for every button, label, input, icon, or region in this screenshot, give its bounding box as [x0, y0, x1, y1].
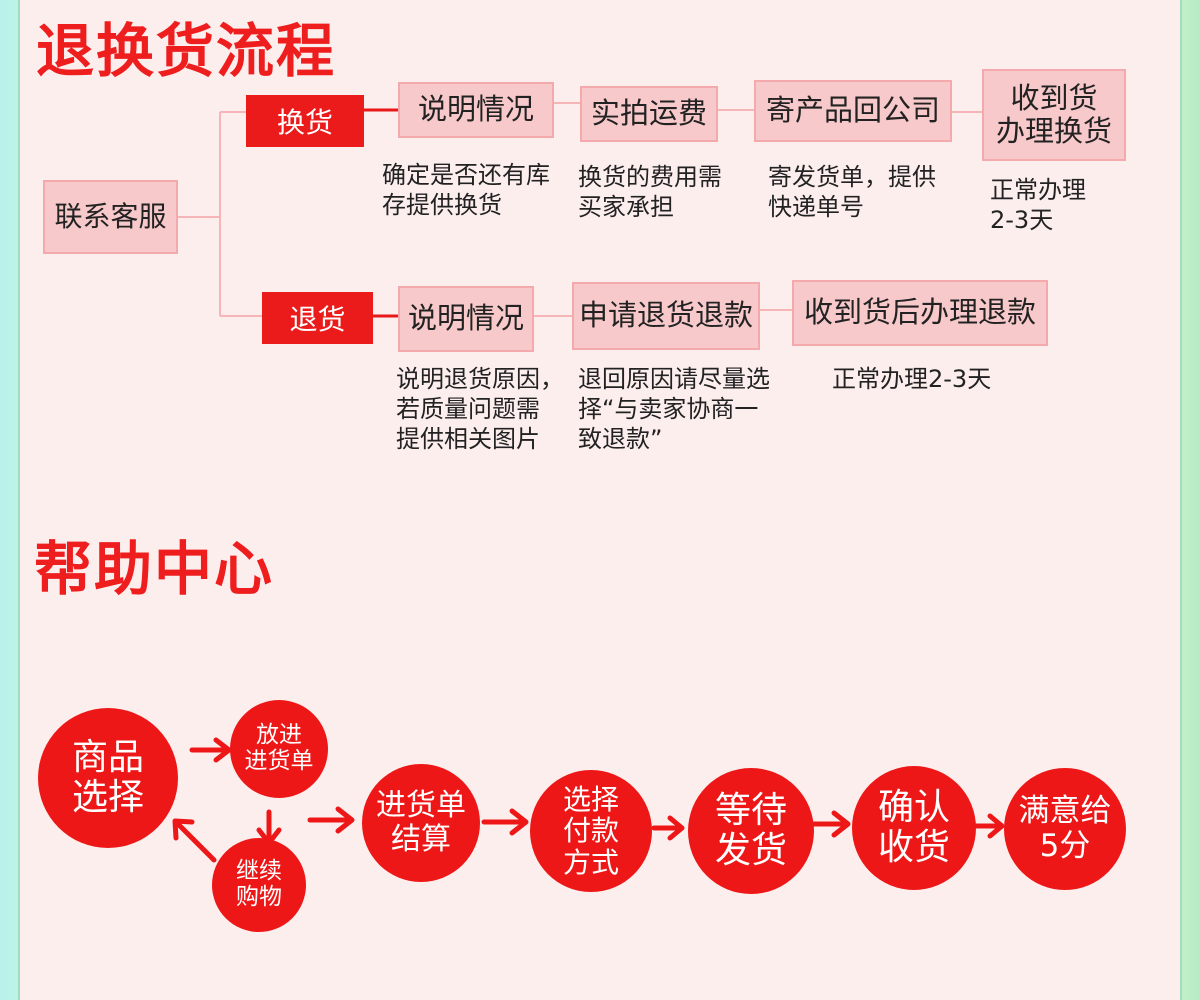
refund-step-received: 收到货后办理退款 — [792, 280, 1048, 346]
refund-note-received: 正常办理2-3天 — [832, 365, 992, 393]
refund-step-explain: 说明情况 — [398, 286, 534, 352]
exchange-note-photo-fee: 换货的费用需 买家承担 — [578, 163, 722, 221]
contact-service-box: 联系客服 — [43, 180, 178, 254]
exchange-label: 换货 — [246, 95, 364, 147]
node-continue-shopping: 继续 购物 — [212, 838, 306, 932]
node-confirm-receipt: 确认 收货 — [852, 766, 976, 890]
node-product-select: 商品 选择 — [38, 708, 178, 848]
node-rate-5: 满意给 5分 — [1004, 768, 1126, 890]
help-center-title: 帮助中心 — [34, 535, 275, 603]
node-add-to-cart: 放进 进货单 — [230, 700, 328, 798]
node-checkout: 进货单 结算 — [362, 764, 480, 882]
exchange-note-explain: 确定是否还有库 存提供换货 — [382, 161, 550, 219]
exchange-step-received: 收到货 办理换货 — [982, 69, 1126, 161]
exchange-step-photo-fee: 实拍运费 — [580, 86, 718, 142]
return-exchange-title: 退换货流程 — [36, 17, 337, 85]
refund-label: 退货 — [262, 292, 373, 344]
refund-note-explain: 说明退货原因， 若质量问题需 提供相关图片 — [396, 365, 564, 453]
exchange-note-received: 正常办理 2-3天 — [990, 176, 1086, 234]
exchange-step-explain: 说明情况 — [398, 82, 554, 138]
exchange-step-send-back: 寄产品回公司 — [754, 80, 952, 142]
node-payment-method: 选择 付款 方式 — [530, 770, 652, 892]
node-wait-shipping: 等待 发货 — [688, 768, 814, 894]
exchange-note-send-back: 寄发货单，提供 快递单号 — [768, 163, 936, 221]
refund-step-apply: 申请退货退款 — [572, 282, 760, 350]
refund-note-apply: 退回原因请尽量选 择“与卖家协商一 致退款” — [578, 365, 770, 453]
